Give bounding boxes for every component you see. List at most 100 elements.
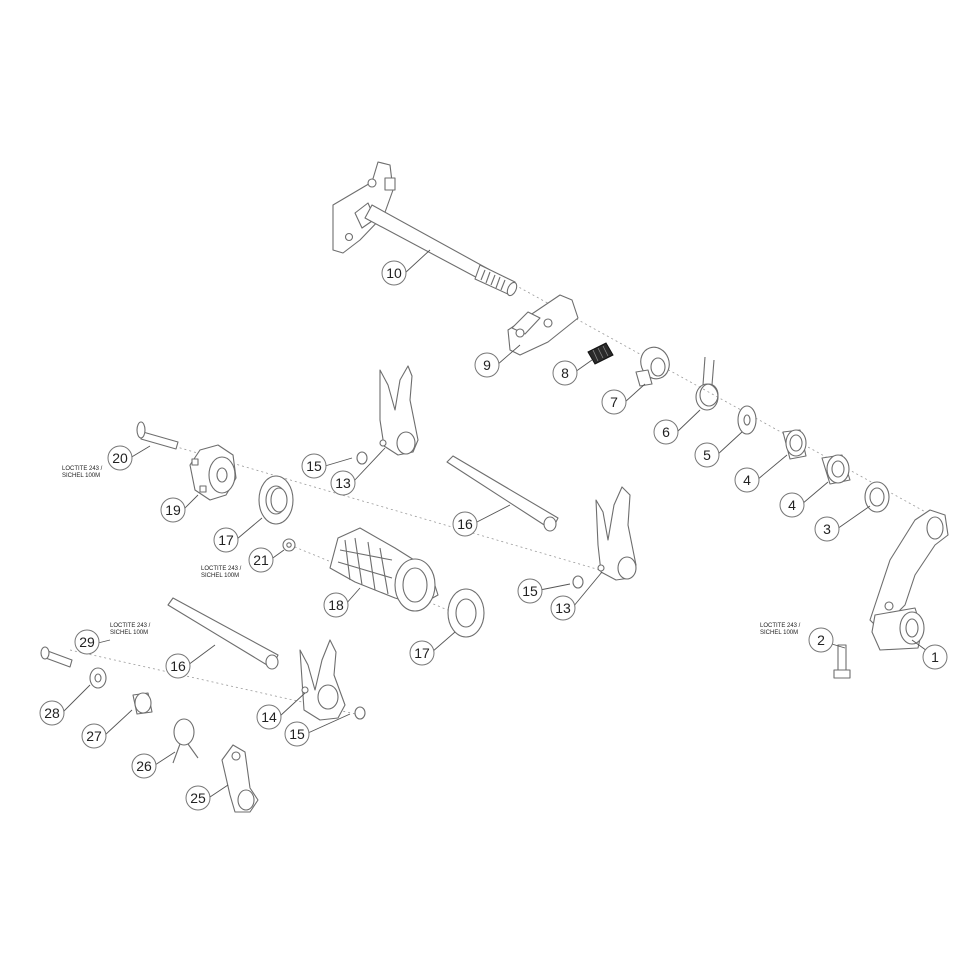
callout-number: 4: [743, 472, 751, 488]
callout-number: 8: [561, 365, 569, 381]
callout-16a: 16: [452, 511, 478, 537]
callout-10: 10: [381, 260, 407, 286]
note-loctite-20: LOCTITE 243 / SICHEL 100M: [62, 466, 103, 479]
note-loctite-21: LOCTITE 243 / SICHEL 100M: [201, 566, 242, 579]
part-26-spring: [172, 718, 199, 764]
callout-8: 8: [552, 360, 578, 386]
callout-4a: 4: [734, 467, 760, 493]
part-29-bolt: [40, 646, 73, 668]
callout-14: 14: [256, 704, 282, 730]
leader-lines: [62, 249, 935, 798]
callout-number: 27: [86, 728, 102, 744]
part-18-shift-drum: [329, 527, 439, 612]
callout-2: 2: [808, 627, 834, 653]
callout-29: 29: [74, 629, 100, 655]
callout-number: 9: [483, 357, 491, 373]
callout-number: 21: [253, 552, 269, 568]
note-line: LOCTITE 243 /: [110, 623, 151, 629]
part-10-shift-shaft: [332, 161, 518, 297]
callout-15b: 15: [517, 578, 543, 604]
callout-number: 13: [335, 475, 351, 491]
part-8-spring: [587, 342, 614, 365]
callout-3: 3: [814, 516, 840, 542]
part-7-roller: [635, 346, 670, 387]
callout-number: 17: [414, 645, 430, 661]
callout-number: 15: [522, 583, 538, 599]
callout-1: 1: [922, 644, 948, 670]
part-14-fork: [299, 639, 346, 721]
callout-15c: 15: [284, 721, 310, 747]
part-1-shift-lever: [869, 509, 949, 651]
part-15-pin-b: [572, 575, 584, 589]
callout-number: 1: [931, 649, 939, 665]
callout-5: 5: [694, 442, 720, 468]
part-20-bolt: [136, 421, 179, 450]
part-6-torsion-spring: [695, 356, 719, 411]
part-15-pin-c: [354, 706, 366, 720]
callout-number: 7: [610, 394, 618, 410]
callout-number: 16: [170, 658, 186, 674]
part-13-fork-b: [595, 486, 637, 581]
note-loctite-29: LOCTITE 243 / SICHEL 100M: [110, 623, 151, 636]
callout-13b: 13: [550, 595, 576, 621]
callout-28: 28: [39, 700, 65, 726]
callout-16b: 16: [165, 653, 191, 679]
callout-6: 6: [653, 419, 679, 445]
callout-number: 19: [165, 502, 181, 518]
part-15-pin-a: [356, 451, 368, 465]
callout-number: 16: [457, 516, 473, 532]
callout-26: 26: [131, 753, 157, 779]
part-4-bushing-a: [782, 429, 807, 460]
callout-number: 6: [662, 424, 670, 440]
part-19-star-wheel: [189, 444, 237, 501]
part-17-bearing-b: [447, 588, 485, 638]
callout-number: 13: [555, 600, 571, 616]
callout-number: 28: [44, 705, 60, 721]
callout-4b: 4: [779, 492, 805, 518]
part-16-rod-b: [167, 597, 279, 670]
part-13-fork-a: [379, 365, 419, 456]
part-16-rod-a: [446, 455, 559, 532]
callout-number: 14: [261, 709, 277, 725]
callout-21: 21: [248, 547, 274, 573]
note-line: LOCTITE 243 /: [62, 466, 103, 472]
note-line: LOCTITE 243 /: [201, 566, 242, 572]
note-line: SICHEL 100M: [62, 473, 100, 479]
callout-number: 18: [328, 597, 344, 613]
callout-27: 27: [81, 723, 107, 749]
callout-number: 15: [289, 726, 305, 742]
callout-number: 10: [386, 265, 402, 281]
callout-number: 20: [112, 450, 128, 466]
callout-number: 5: [703, 447, 711, 463]
callout-25: 25: [185, 785, 211, 811]
callout-number: 25: [190, 790, 206, 806]
note-line: SICHEL 100M: [760, 630, 798, 636]
callout-18: 18: [323, 592, 349, 618]
callout-number: 4: [788, 497, 796, 513]
note-line: SICHEL 100M: [201, 573, 239, 579]
part-2-bolt: [833, 644, 851, 679]
note-loctite-2: LOCTITE 243 / SICHEL 100M: [760, 623, 801, 636]
callout-7: 7: [601, 389, 627, 415]
callout-9: 9: [474, 352, 500, 378]
part-21-screw: [282, 538, 296, 552]
callout-number: 29: [79, 634, 95, 650]
part-9-shift-plate: [507, 294, 579, 356]
callout-number: 17: [218, 532, 234, 548]
part-25-locking-lever: [221, 744, 259, 813]
callout-19: 19: [160, 497, 186, 523]
callout-20: 20: [107, 445, 133, 471]
part-28-washer: [89, 667, 107, 689]
note-line: LOCTITE 243 /: [760, 623, 801, 629]
part-17-bearing-a: [258, 475, 294, 525]
callout-15a: 15: [301, 453, 327, 479]
callout-17a: 17: [213, 527, 239, 553]
callout-number: 2: [817, 632, 825, 648]
note-line: SICHEL 100M: [110, 630, 148, 636]
callout-number: 3: [823, 521, 831, 537]
callout-number: 26: [136, 758, 152, 774]
part-4-bushing-b: [821, 454, 851, 485]
part-3-seal: [864, 481, 890, 513]
callout-17b: 17: [409, 640, 435, 666]
